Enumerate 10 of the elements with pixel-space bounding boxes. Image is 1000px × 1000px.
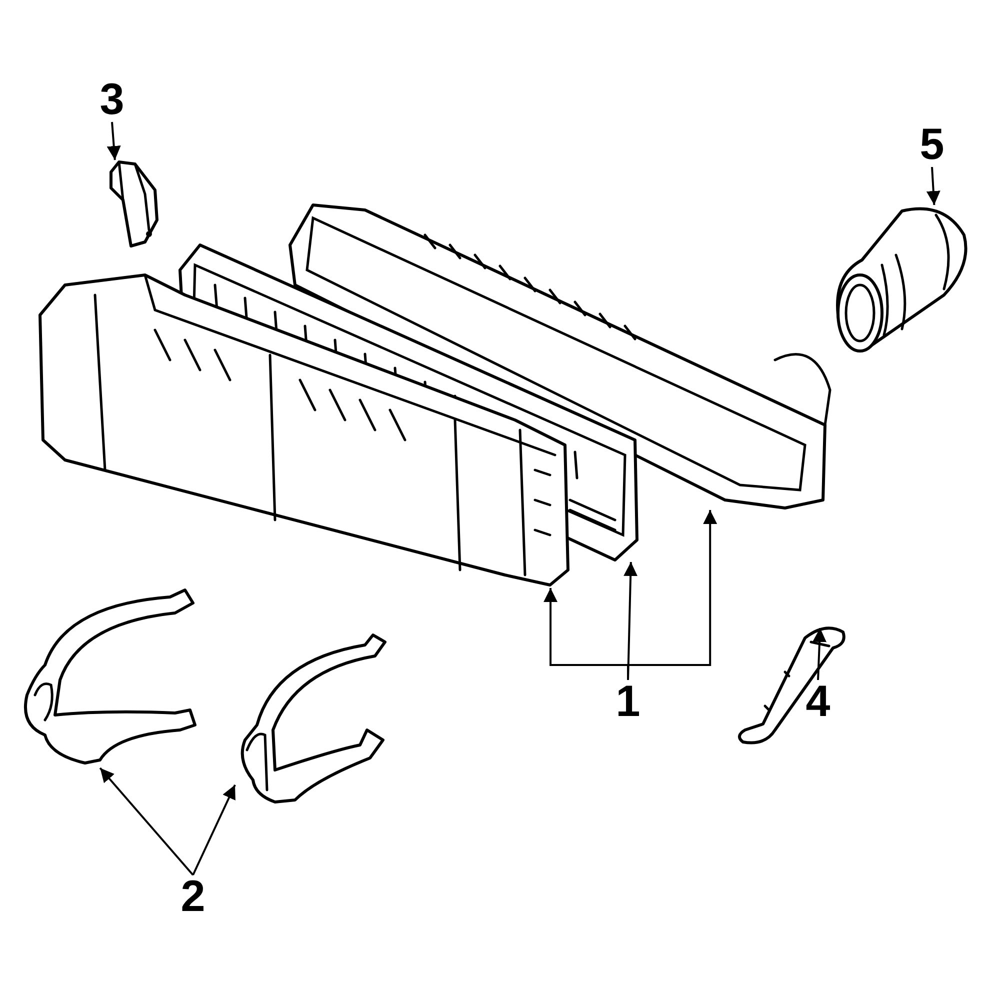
leader-line [192,784,236,876]
leader-line [99,767,194,876]
callout-number: 3 [92,78,132,122]
callout-number: 1 [608,680,648,724]
leader-line [812,628,827,680]
leader-line [926,166,940,206]
callout-number: 4 [798,680,838,724]
leader-line [106,122,121,160]
callout-number: 2 [173,875,213,919]
callout-number: 5 [912,123,952,167]
